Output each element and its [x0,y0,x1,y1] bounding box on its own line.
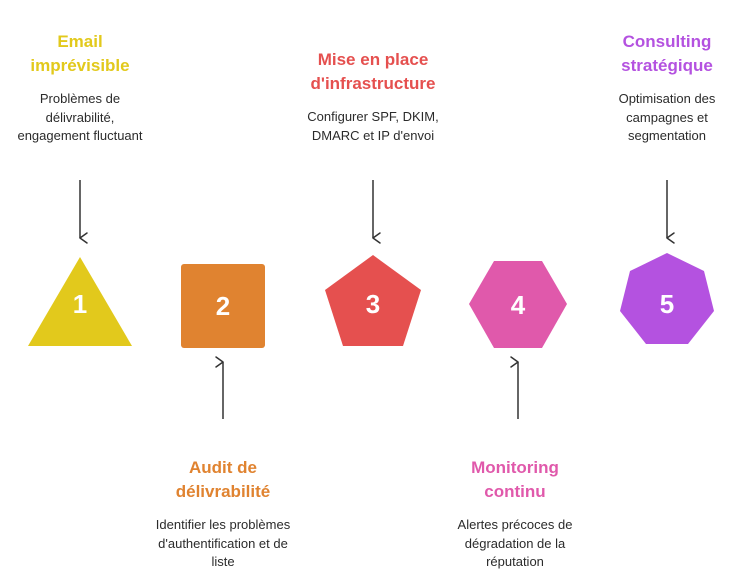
step-2-title: Audit de délivrabilité [175,458,271,501]
heptagon-shape [620,253,714,344]
triangle-shape [28,257,132,346]
step-3-title: Mise en place d'infrastructure [310,50,436,93]
step-5-shape: 5 [620,253,714,344]
step-1-title: Email imprévisible [30,32,130,75]
step-4-title: Monitoring continu [471,458,559,501]
step-3-shape: 3 [325,255,421,346]
hexagon-shape [469,261,567,348]
step-4-number: 4 [511,290,526,320]
step-4-description: Alertes précoces de dégradation de la ré… [457,517,573,569]
step-2-shape: 2 [181,264,265,348]
step-1-shape: 1 [28,257,132,346]
step-3-description: Configurer SPF, DKIM, DMARC et IP d'envo… [307,109,439,143]
step-4-shape: 4 [469,261,567,348]
step-2-description: Identifier les problèmes d'authentificat… [155,517,291,569]
step-2-number: 2 [216,291,230,321]
square-shape [181,264,265,348]
step-1-number: 1 [73,289,87,319]
step-5-description: Optimisation des campagnes et segmentati… [618,91,716,143]
step-1-description: Problèmes de délivrabilité, engagement f… [17,91,143,143]
step-3-number: 3 [366,289,380,319]
pentagon-shape [325,255,421,346]
step-5-title: Consulting stratégique [621,32,713,75]
step-5-number: 5 [660,289,674,319]
